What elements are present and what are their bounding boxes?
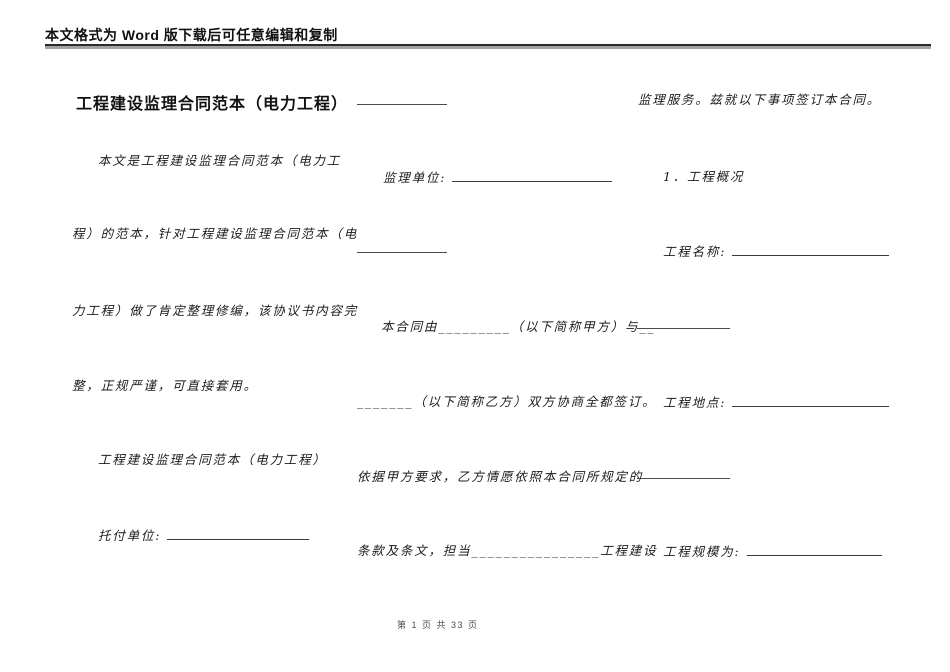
blank-line [637, 328, 730, 329]
intro-line-1: 本文是工程建设监理合同范本（电力工 [98, 153, 342, 168]
section-1-heading: 1．工程概况 [663, 169, 745, 184]
header-rule-gray [45, 46, 931, 49]
blank-line [357, 252, 447, 253]
supervision-service-line: 监理服务。兹就以下事项签订本合同。 [638, 92, 882, 107]
contract-parties-line-1: 本合同由_________（以下简称甲方）与__ [381, 319, 656, 334]
supervisor-unit-label: 监理单位: [383, 170, 447, 185]
document-title: 工程建设监理合同范本（电力工程） [76, 96, 349, 113]
header-rule-dark [45, 44, 931, 46]
project-site-label: 工程地点: [663, 395, 727, 410]
blank-line [746, 543, 882, 556]
project-scale-label: 工程规模为: [663, 544, 741, 559]
contract-terms-line-1: 依据甲方要求，乙方情愿依照本合同所规定的 [357, 469, 644, 484]
document-subtitle: 工程建设监理合同范本（电力工程） [98, 452, 327, 467]
blank-line [637, 478, 730, 479]
intro-line-4: 整，正规严谨，可直接套用。 [72, 378, 258, 393]
client-unit-label: 托付单位: [98, 528, 162, 543]
blank-line [732, 394, 890, 407]
contract-parties-line-2: _______（以下简称乙方）双方协商全都签订。 [357, 394, 657, 409]
intro-line-3: 力工程）做了肯定整理修编，该协议书内容完 [72, 303, 359, 318]
blank-line [357, 104, 447, 105]
word-format-notice: 本文格式为 Word 版下载后可任意编辑和复制 [45, 27, 338, 43]
supervisor-unit-line: 监理单位: [383, 169, 613, 186]
intro-line-2: 程）的范本，针对工程建设监理合同范本（电 [72, 226, 359, 241]
client-unit-line: 托付单位: [98, 527, 310, 544]
blank-line [167, 527, 310, 540]
project-name-label: 工程名称: [663, 244, 727, 259]
project-scale-line: 工程规模为: [663, 543, 882, 560]
blank-line [732, 243, 890, 256]
blank-line [452, 169, 613, 182]
page-number: 第 1 页 共 33 页 [397, 620, 479, 630]
project-name-line: 工程名称: [663, 243, 890, 260]
project-site-line: 工程地点: [663, 394, 890, 411]
contract-terms-line-2: 条款及条文，担当________________工程建设 [357, 543, 658, 558]
